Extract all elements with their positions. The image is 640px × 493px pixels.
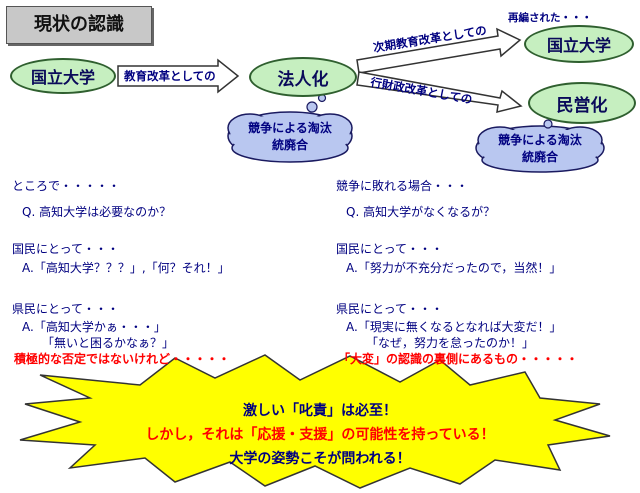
right-pref-heading: 県民にとって・・・ [336, 302, 444, 316]
arrow-education [117, 58, 240, 94]
left-pref-heading: 県民にとって・・・ [12, 302, 120, 316]
right-pref-answer1: A.「現実に無くなるとなれば大変だ！」 [346, 320, 562, 334]
left-question: Q. 高知大学は必要なのか？ [22, 205, 172, 219]
node-national-university: 国立大学 [10, 58, 116, 94]
burst-line-3: 大学の姿勢こそが問われる！ [229, 451, 411, 467]
right-question: Q. 高知大学がなくなるが？ [346, 205, 496, 219]
page-title: 現状の認識 [6, 6, 152, 44]
right-nation-heading: 国民にとって・・・ [336, 242, 444, 256]
arrow-fiscal-reform [356, 71, 523, 113]
arrow-label-education: 教育改革としての [124, 69, 216, 83]
left-pref-answer2: 「無いと困るかなぁ？」 [42, 336, 175, 350]
burst-shape [19, 354, 611, 489]
cloud1-line2: 統廃合 [271, 138, 308, 152]
node-national-university-reorganized: 国立大学 [524, 25, 634, 63]
left-nation-answer: A.「高知大学？？？」,「何？それ！」 [22, 261, 230, 275]
right-pref-answer2: 「なぜ，努力を怠ったのか！」 [366, 336, 535, 350]
left-conclusion: 積極的な否定ではないけれど・・・・・ [14, 352, 231, 366]
cloud2-line2: 統廃合 [521, 150, 558, 164]
burst-line-2: しかし，それは「応援・支援」の可能性を持っている！ [145, 427, 495, 443]
burst-line-1: 激しい「叱責」は必至！ [243, 403, 397, 419]
right-conclusion: 「大変」の認識の裏側にあるもの・・・・・ [338, 352, 579, 366]
cloud2-line1: 競争による淘汰 [498, 133, 582, 147]
node-corporatization: 法人化 [249, 57, 357, 97]
reorganized-label: 再編された・・・ [508, 12, 592, 24]
cloud-text-1: 競争による淘汰 統廃合 [240, 120, 340, 154]
arrow-next-reform [356, 27, 522, 74]
cloud1-line1: 競争による淘汰 [248, 121, 332, 135]
node-privatization: 民営化 [528, 82, 636, 124]
cloud-text-2: 競争による淘汰 統廃合 [490, 132, 590, 166]
left-intro: ところで・・・・・ [12, 179, 121, 193]
right-nation-answer: A.「努力が不充分だったので，当然！」 [346, 261, 562, 275]
left-nation-heading: 国民にとって・・・ [12, 242, 120, 256]
left-pref-answer1: A.「高知大学かぁ・・・」 [22, 320, 166, 334]
right-intro: 競争に敗れる場合・・・ [336, 179, 469, 193]
